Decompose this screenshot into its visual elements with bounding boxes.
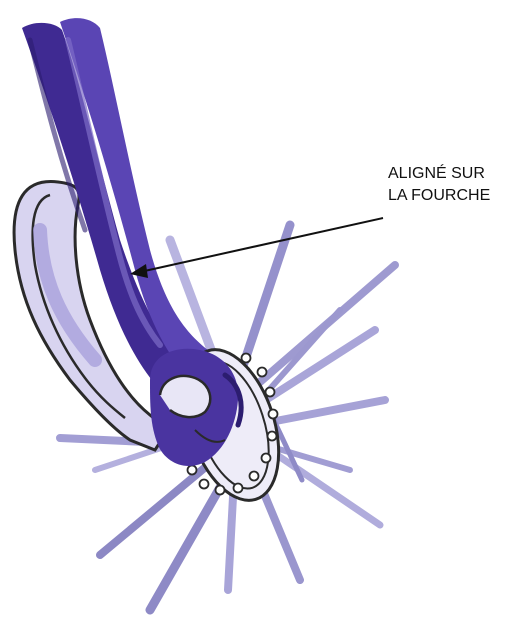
bearing-hole (266, 388, 275, 397)
spoke (100, 455, 220, 555)
callout-label-line-2: LA FOURCHE (388, 185, 490, 207)
bearing-hole (268, 432, 277, 441)
callout-arrow (130, 218, 383, 278)
spoke (260, 310, 340, 400)
bearing-hole (188, 466, 197, 475)
callout-label-line-1: ALIGNÉ SUR (388, 163, 490, 185)
bearing-hole (262, 454, 271, 463)
bearing-hole (258, 368, 267, 377)
bearing-hole (200, 480, 209, 489)
callout-label: ALIGNÉ SUR LA FOURCHE (388, 163, 490, 207)
bearing-hole (234, 484, 243, 493)
bearing-hole (250, 472, 259, 481)
bearing-hole (269, 410, 278, 419)
bearing-hole (242, 354, 251, 363)
bearing-hole (216, 486, 225, 495)
